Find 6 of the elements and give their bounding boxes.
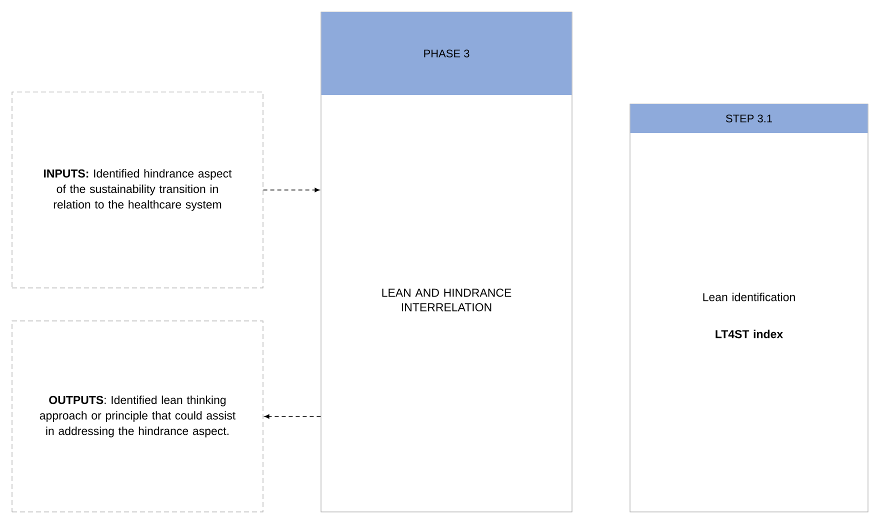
- column-box: STEP 3.1 Lean identification LT4ST index: [630, 104, 868, 512]
- text-box: INPUTS: Identified hindrance aspect of the sustainability transition in relation to the healthcare system: [12, 92, 264, 288]
- column-box: PHASE 3 LEAN AND HINDRANCE INTERRELATION: [320, 12, 572, 512]
- arrow: [264, 414, 322, 419]
- arrow: [262, 188, 320, 192]
- text-box: OUTPUTS: Identified lean thinking approach or principle that could assist in addressing the hindrance aspect.: [12, 320, 264, 512]
